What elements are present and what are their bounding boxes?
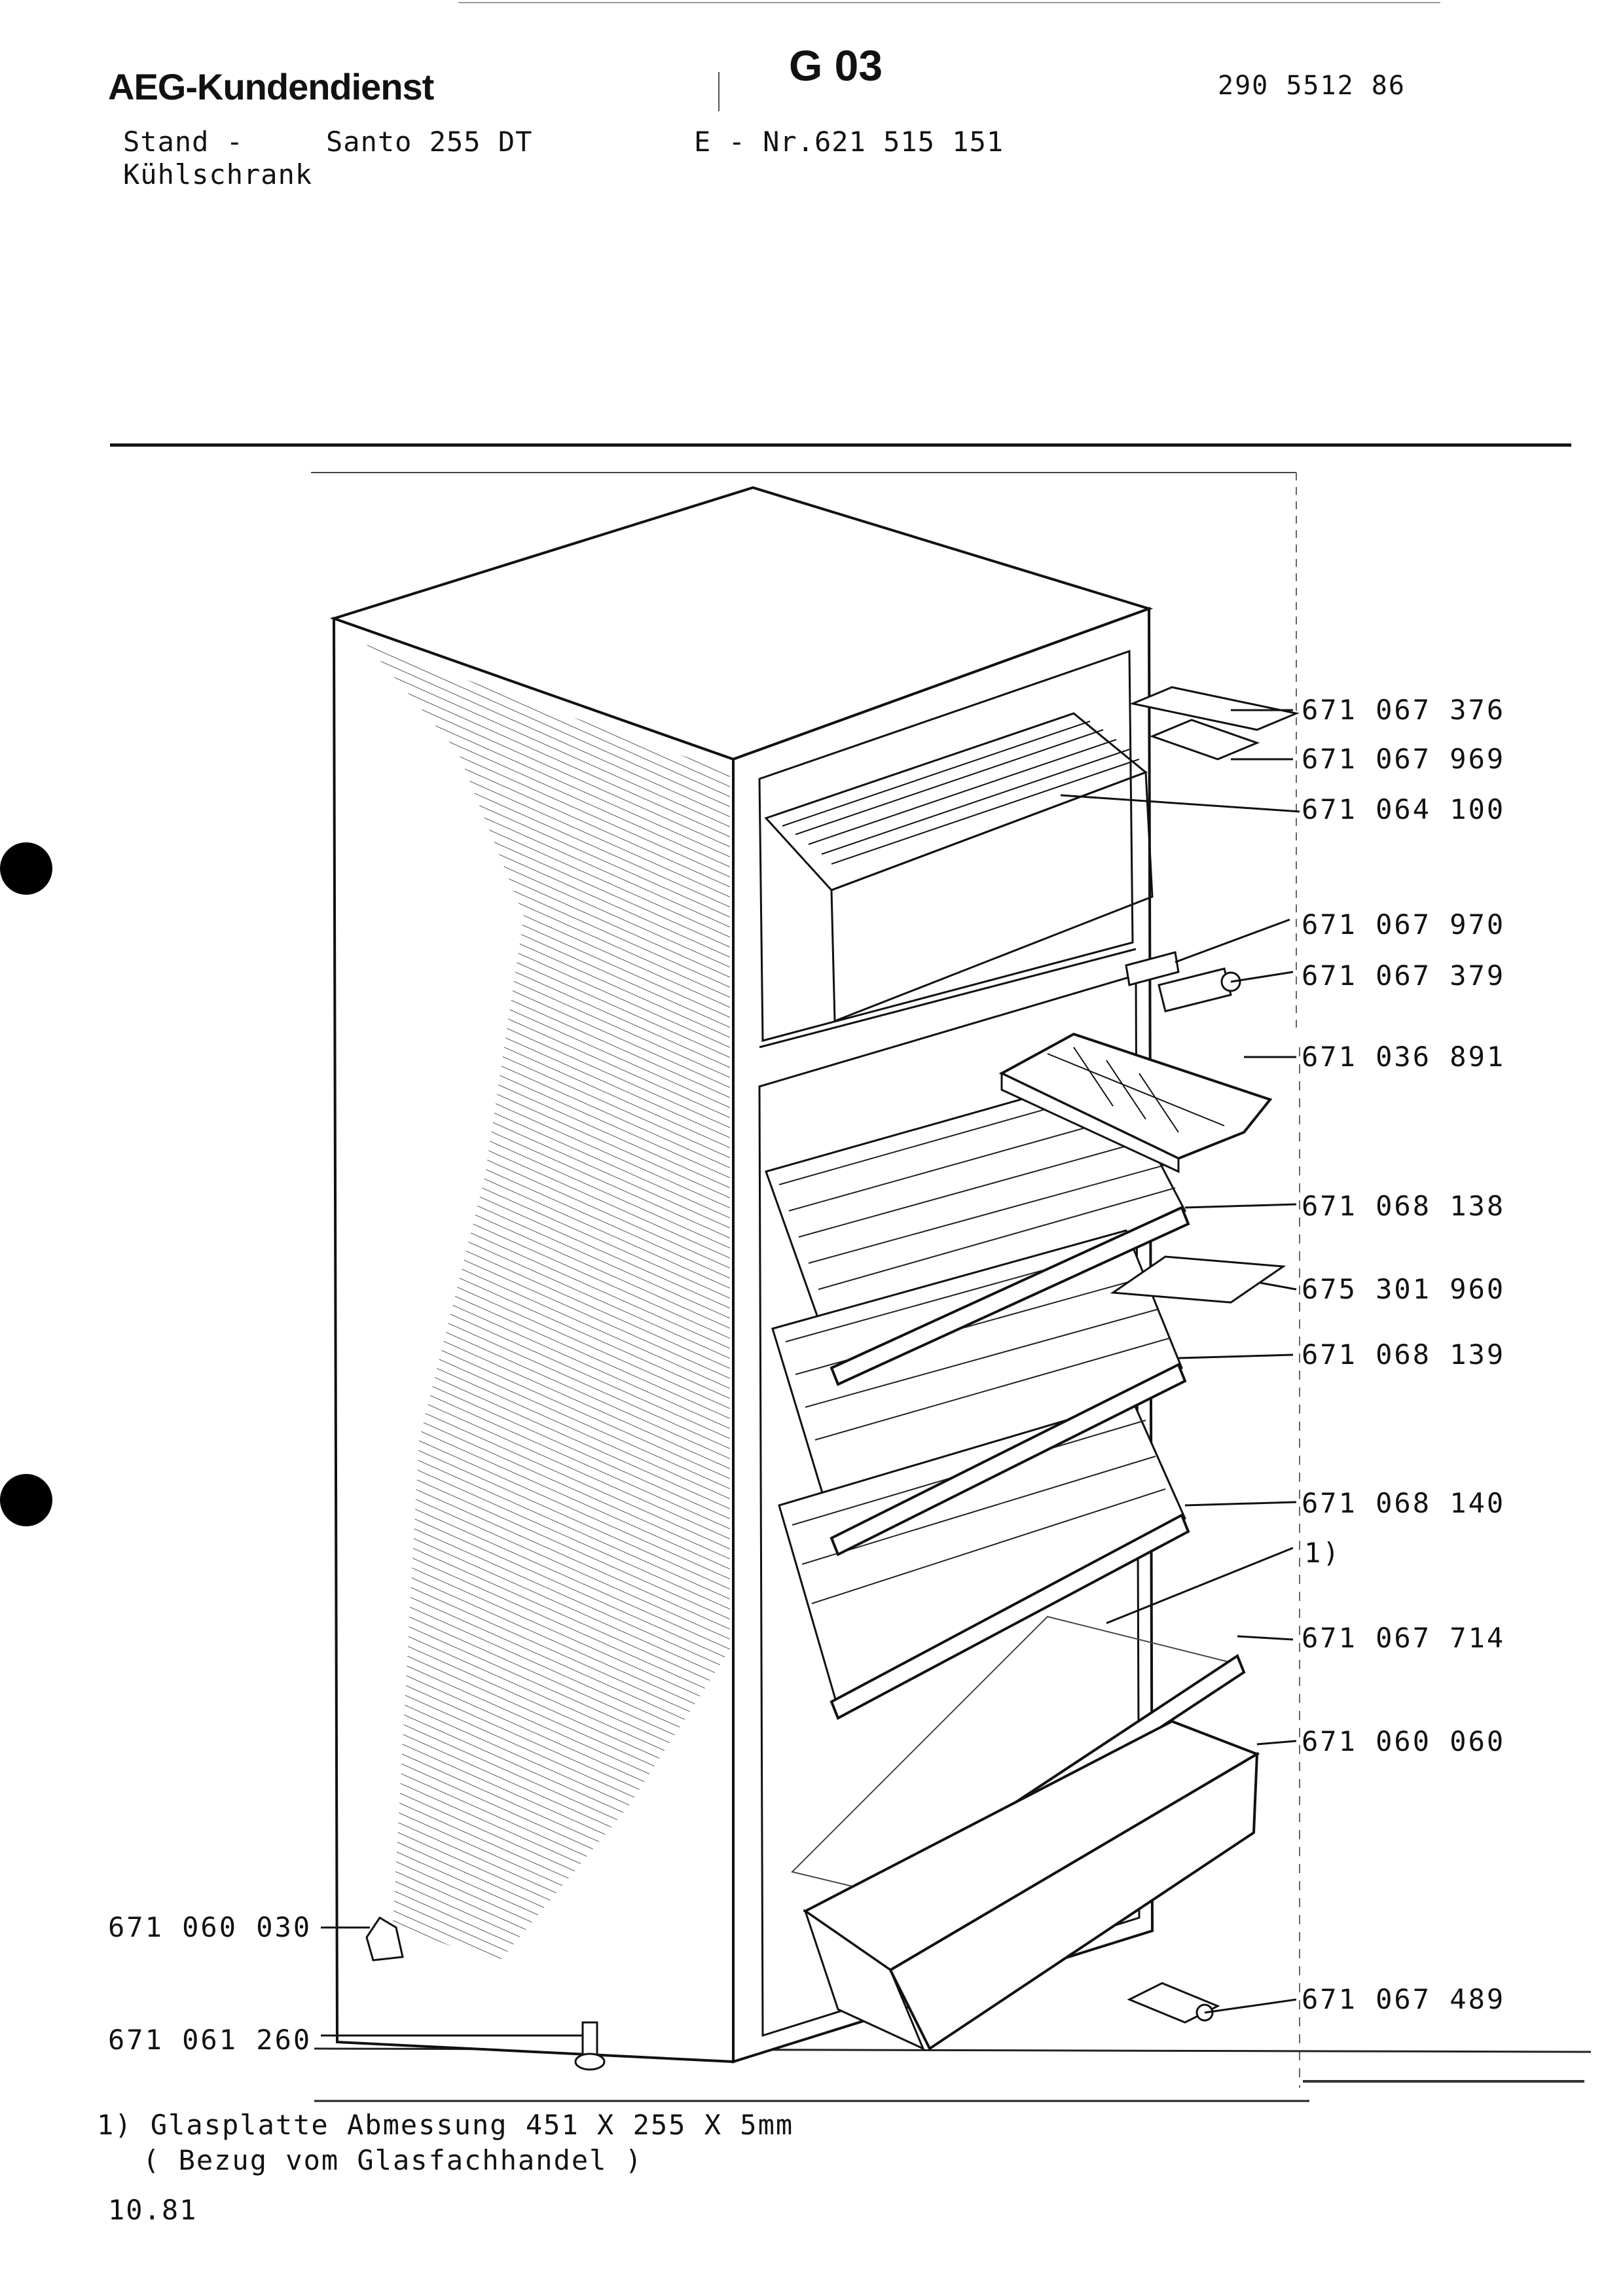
freezer-compartment [758,649,1134,1042]
footnote-marker: 1) [1304,1537,1341,1569]
document-number: 290 5512 86 [1218,71,1406,101]
part-number-label: 671 067 379 [1302,960,1506,992]
part-number-label: 671 060 030 [108,1911,312,1943]
shelf-lower [778,1399,1186,1710]
footnote-line-2: ( Bezug vom Glasfachhandel ) [143,2144,644,2176]
part-number-label: 671 067 489 [1302,1983,1506,2015]
part-number-label: 671 068 140 [1302,1487,1506,1519]
part-number-label: 671 064 100 [1302,793,1506,825]
model-name: Santo 255 DT [326,126,533,158]
punch-hole-bottom [0,1474,52,1526]
part-number-label: 671 068 138 [1302,1190,1506,1222]
part-number-label: 671 061 260 [108,2024,312,2056]
part-number-label: 671 067 376 [1302,694,1506,726]
part-number-label: 671 036 891 [1302,1041,1506,1073]
punch-hole-top [0,842,52,895]
product-type: Kühlschrank [123,158,313,190]
sheet-code: G 03 [789,41,883,90]
part-number-label: 675 301 960 [1302,1273,1506,1305]
butter-cover [1110,1255,1286,1304]
ice-tray [998,1032,1273,1174]
part-number-label: 671 067 970 [1302,908,1506,941]
footnote-line-1: 1) Glasplatte Abmessung 451 X 255 X 5mm [97,2109,794,2141]
part-number-label: 671 068 139 [1302,1338,1506,1371]
issue-date: 10.81 [108,2194,198,2226]
part-number-label: 671 067 969 [1302,743,1506,775]
part-number-label: 671 067 714 [1302,1622,1506,1654]
shelf-upper [765,1072,1187,1376]
part-number-label: 671 060 060 [1302,1725,1506,1757]
e-number: E - Nr.621 515 151 [694,126,1004,158]
shelf-middle [771,1229,1183,1547]
stand-label: Stand - [123,126,244,158]
brand-title: AEG-Kundendienst [108,66,434,107]
